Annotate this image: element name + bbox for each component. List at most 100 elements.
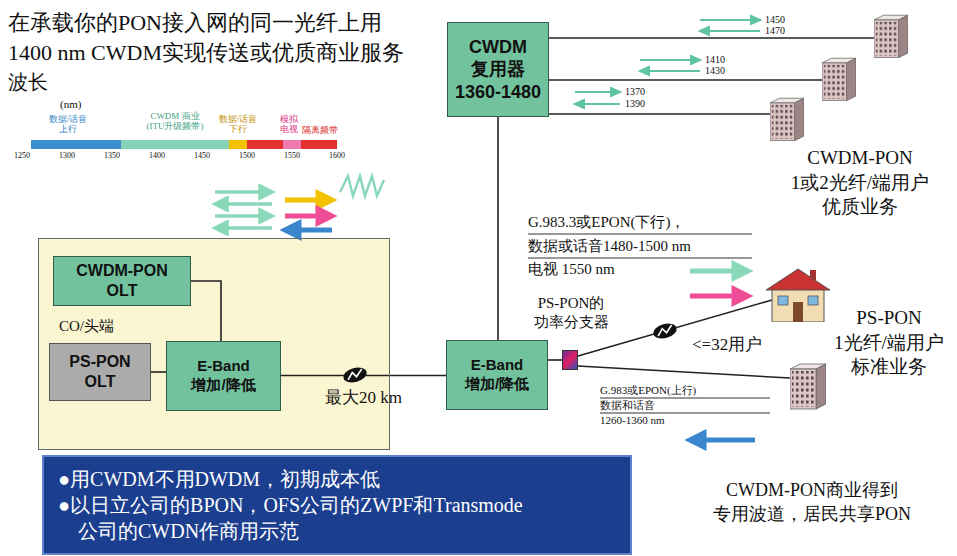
box-label: CWDM-PON OLT [64,261,180,301]
fiber-symbol [652,321,679,341]
text-holder: CWDM-PON 1或2光纤/端用户 优质业务 [775,146,945,220]
text-holder: CWDM-PON商业得到 专用波道，居民共享PON [687,478,937,527]
text-holder: 1410 [705,54,725,65]
group-label: CWDM-PON 1或2光纤/端用户 优质业务 [775,146,945,220]
signal-arrow [285,209,332,223]
text-holder: (nm) [60,98,81,112]
text-holder: G.983或EPON(上行) [600,384,696,397]
text-holder: 模拟 电视 [279,114,299,135]
signal-arrow [702,438,755,443]
wavelength-arrow [582,103,620,105]
signal-arrow [734,264,748,278]
signal-note: 数据或话音1480-1500 nm [528,237,691,256]
wavelength-label: 1410 [705,54,725,65]
signal-arrow [340,176,384,196]
signal-arrow [215,186,272,234]
axis-tick: 1550 [277,152,307,161]
signal-arrow [215,176,755,447]
spectrum-bar [283,140,301,149]
add-drop-box: E-Band 增加/降低 [166,341,281,411]
signal-arrow [215,198,227,210]
text-holder: PS-PON的 功率分支器 [529,294,613,332]
fiber-symbol [342,365,369,385]
axis-tick: 1600 [322,152,352,161]
fiber-link [151,371,166,373]
axis-tick: 1250 [7,152,37,161]
signal-arrow [225,226,272,230]
text-underline [600,398,770,399]
headend-box: CO/头端 CWDM-PON OLT PS-PON OLT E-Band 增加/降低 [38,238,390,450]
text-holder: 最大20 km [325,387,402,408]
signal-arrow [285,223,299,237]
box-label: E-Band 增加/降低 [183,357,264,395]
signal-arrow [297,228,332,233]
wavelength-label: 1370 [625,86,645,97]
axis-unit: (nm) [60,98,81,112]
signal-note: 数据和话音 [600,399,655,412]
signal-arrow [690,433,704,447]
signal-arrow [215,214,262,218]
band-label: 数据/话音 下行 [215,114,261,135]
wavelength-label: 1450 [765,14,785,25]
text-holder: 1350 [97,152,127,161]
band-label: 模拟 电视 [279,114,299,135]
box-label: PS-PON OLT [56,352,144,392]
user-count: <=32用户 [692,334,762,355]
multiplexer-box: CWDM 复用器 1360-1480 [447,22,549,117]
fiber-line [549,37,874,39]
fiber-symbol [346,369,363,380]
signal-arrow [690,433,755,447]
wavelength-arrow [751,16,760,24]
wavelength-arrow [647,70,700,72]
building-icon [822,58,856,101]
spectrum-bar [31,140,337,149]
axis-tick: 1450 [187,152,217,161]
spectrum-bar [229,140,247,149]
olt-box: PS-PON OLT [49,343,151,401]
box-heading: CO/头端 [59,317,114,336]
text-holder: 数据和话音 [600,399,655,412]
wavelength-arrow [707,30,760,32]
axis-tick: 1400 [142,152,172,161]
text-holder: 1600 [322,152,352,161]
signal-arrow [690,294,736,299]
text-holder: 1300 [52,152,82,161]
box-heading: PS-PON的 功率分支器 [529,294,613,332]
text-holder: 1250 [7,152,37,161]
wavelength-arrow [700,27,709,35]
signal-arrow [318,193,332,207]
text-holder: PS-PON 1光纤/端用户 标准业务 [829,306,949,380]
text-underline [600,413,770,414]
signal-arrow [690,289,748,303]
axis-tick: 1350 [97,152,127,161]
text-holder: G.983.3或EPON(下行)， [528,213,686,232]
wavelength-arrow [691,56,700,64]
note-box: ●用CWDM不用DWDM，初期成本低●以日立公司的BPON，OFS公司的ZWPF… [42,455,632,555]
wavelength-arrow [575,100,584,108]
signal-arrow [318,209,332,223]
summary-note: CWDM-PON商业得到 专用波道，居民共享PON [687,478,937,527]
text-holder: 1470 [765,25,785,36]
house-icon [766,269,830,322]
fiber-symbol [652,321,679,341]
axis-title: 波长 [8,70,48,95]
text-underline [528,258,752,259]
signal-arrow [215,222,227,234]
spectrum-bar [121,140,229,149]
fiber-line [578,366,790,378]
title-text: 在承载你的PON接入网的同一光纤上用 1400 nm CWDM实现传送或优质商业… [8,8,404,68]
box-label: CWDM 复用器 1360-1480 [452,36,544,104]
box-label: ●用CWDM不用DWDM，初期成本低 [58,466,616,492]
band-label: 隔离频带 [300,125,340,135]
wavelength-arrow [611,88,620,96]
fiber-symbol [342,365,369,385]
box-label: ●以日立公司的BPON，OFS公司的ZWPF和Transmode 公司的CWDN… [58,492,616,544]
building-icon [770,98,804,141]
signal-arrow [734,289,748,303]
text-holder: 1390 [625,98,645,109]
text-holder: 数据或话音1480-1500 nm [528,237,691,256]
text-holder: 在承载你的PON接入网的同一光纤上用 1400 nm CWDM实现传送或优质商业… [8,8,404,68]
